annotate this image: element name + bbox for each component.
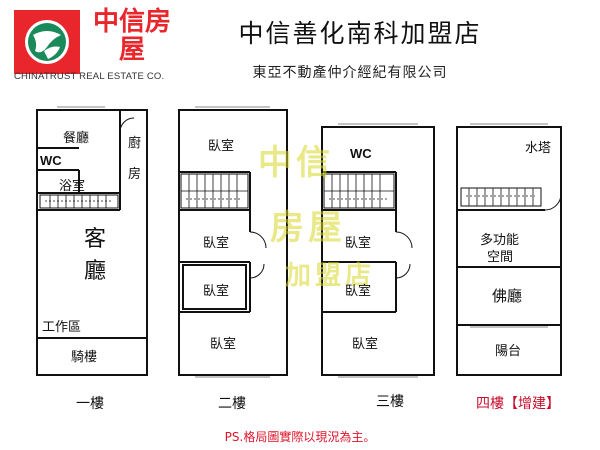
logo-text-cn: 中信房屋 bbox=[92, 7, 171, 65]
room-bath: 浴室 bbox=[59, 179, 86, 194]
page-subtitle: 東亞不動產仲介經紀有限公司 bbox=[252, 65, 448, 81]
room-bedroom-f2-4: 臥室 bbox=[210, 337, 237, 352]
floor-label-4: 四樓【增建】 bbox=[476, 393, 560, 413]
floor-4-plan bbox=[456, 126, 562, 376]
room-wc-f1: WC bbox=[40, 153, 62, 168]
stair-treads bbox=[49, 174, 534, 208]
floor-label-2: 二樓 bbox=[218, 396, 246, 412]
room-bedroom-f2-2: 臥室 bbox=[203, 236, 230, 251]
logo-text-en: CHINATRUST REAL ESTATE CO. bbox=[14, 71, 165, 82]
room-bedroom-f3-3: 臥室 bbox=[352, 337, 379, 352]
floor-label-1: 一樓 bbox=[76, 396, 104, 412]
watermark-top: 中信 bbox=[258, 143, 334, 183]
room-wc-f3: WC bbox=[350, 146, 372, 161]
room-water-tower: 水塔 bbox=[525, 141, 552, 156]
room-living-2: 廳 bbox=[83, 259, 106, 284]
floor-1-plan bbox=[36, 109, 148, 376]
windows bbox=[57, 106, 548, 378]
floor-label-3: 三樓 bbox=[376, 394, 404, 410]
room-bedroom-f3-1: 臥室 bbox=[345, 236, 372, 251]
room-multipurpose-1: 多功能 bbox=[480, 233, 520, 248]
room-bedroom-f2-1: 臥室 bbox=[208, 139, 235, 154]
globe-icon bbox=[25, 20, 69, 64]
door-swings bbox=[119, 117, 562, 279]
room-bedroom-f2-3: 臥室 bbox=[203, 284, 230, 299]
room-balcony: 陽台 bbox=[495, 344, 522, 359]
room-living-1: 客 bbox=[83, 227, 106, 252]
room-arcade: 騎樓 bbox=[71, 350, 98, 365]
footnote: PS.格局圖實際以現況為主。 bbox=[224, 430, 376, 444]
room-kitchen-1: 廚 bbox=[128, 136, 142, 151]
stair-arrows bbox=[45, 195, 535, 202]
floor-label-4-text: 四樓 bbox=[476, 396, 504, 412]
floor-2-plan bbox=[178, 109, 288, 376]
floor-3-plan bbox=[321, 126, 435, 376]
watermark-mid: 房屋 bbox=[270, 208, 346, 248]
floor-label-4-note: 【增建】 bbox=[504, 396, 560, 412]
room-buddha-hall: 佛廳 bbox=[492, 287, 523, 305]
room-workarea: 工作區 bbox=[42, 320, 82, 335]
watermark-bottom: 加盟店 bbox=[285, 261, 376, 291]
room-dining: 餐廳 bbox=[63, 131, 90, 146]
room-kitchen-2: 房 bbox=[128, 167, 142, 182]
logo-mark bbox=[14, 10, 80, 74]
page-title: 中信善化南科加盟店 bbox=[238, 19, 482, 48]
room-bedroom-f3-2: 臥室 bbox=[345, 284, 372, 299]
room-multipurpose-2: 空間 bbox=[487, 250, 514, 265]
